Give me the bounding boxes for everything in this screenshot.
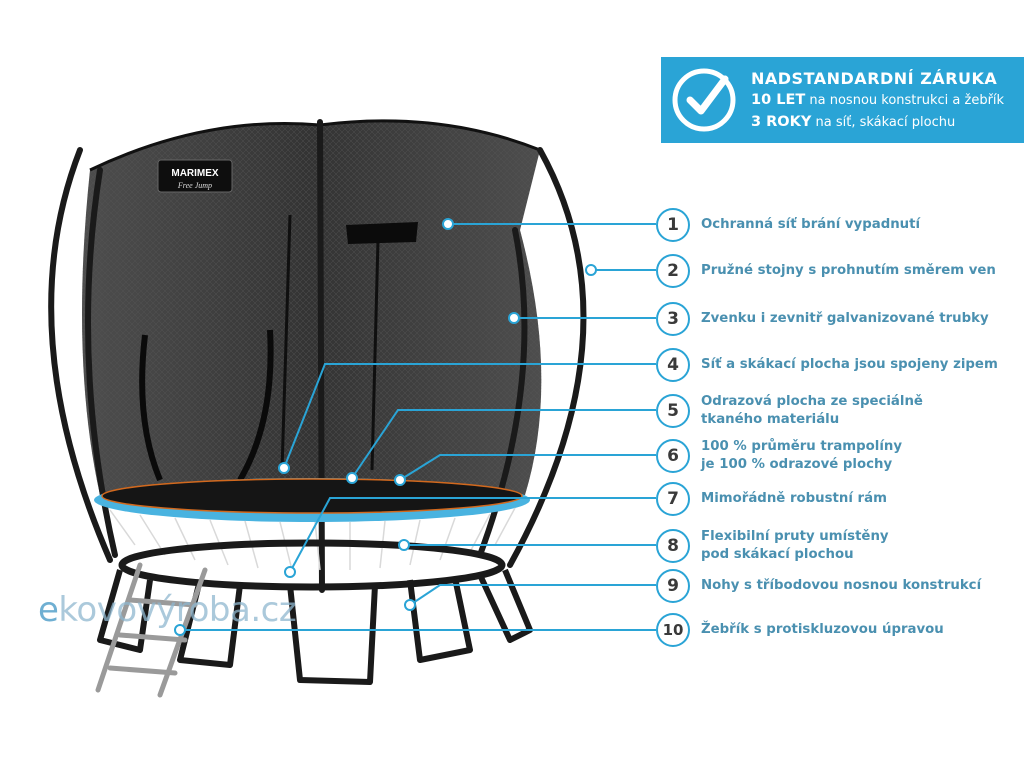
- feature-text: Síť a skákací plocha jsou spojeny zipem: [701, 348, 998, 382]
- feature-number: 4: [656, 348, 690, 382]
- feature-text: Žebřík s protiskluzovou úpravou: [701, 613, 944, 647]
- feature-number: 5: [656, 394, 690, 428]
- feature-line: Flexibilní pruty umístěny: [701, 529, 889, 544]
- feature-number: 2: [656, 254, 690, 288]
- feature-line: Nohy s tříbodovou nosnou konstrukcí: [701, 578, 982, 593]
- feature-text: Odrazová plocha ze speciálně tkaného mate…: [701, 394, 923, 428]
- safety-net: [82, 119, 542, 495]
- ladder: [95, 562, 208, 698]
- feature-line: je 100 % odrazové plochy: [701, 457, 893, 472]
- feature-line: Síť a skákací plocha jsou spojeny zipem: [701, 357, 998, 372]
- feature-line: Zvenku i zevnitř galvanizované trubky: [701, 311, 989, 326]
- feature-text: Pružné stojny s prohnutím směrem ven: [701, 254, 996, 288]
- jumping-mat: [94, 478, 530, 522]
- warranty-line-1-rest: na nosnou konstrukci a žebřík: [805, 93, 1005, 108]
- feature-number: 3: [656, 302, 690, 336]
- feature-line: Žebřík s protiskluzovou úpravou: [701, 622, 944, 637]
- callout-lines: [180, 223, 656, 631]
- feature-item: 2 Pružné stojny s prohnutím směrem ven: [656, 254, 1024, 288]
- warranty-title: NADSTANDARDNÍ ZÁRUKA: [751, 69, 998, 88]
- frame-ring: [118, 539, 506, 591]
- watermark: ekovovýroba.cz: [38, 590, 297, 630]
- check-circle-icon: [672, 68, 736, 132]
- warranty-line-1-strong: 10 LET: [751, 92, 806, 108]
- feature-text: Mimořádně robustní rám: [701, 482, 887, 516]
- feature-item: 4 Síť a skákací plocha jsou spojeny zipe…: [656, 348, 1024, 382]
- warranty-line-2: 3 ROKY na síť, skákací plochu: [751, 112, 1004, 133]
- warranty-line-2-strong: 3 ROKY: [751, 114, 812, 130]
- feature-text: Zvenku i zevnitř galvanizované trubky: [701, 302, 989, 336]
- feature-item: 9 Nohy s tříbodovou nosnou konstrukcí: [656, 569, 1024, 603]
- feature-line: 100 % průměru trampolíny: [701, 439, 903, 454]
- feature-number: 1: [656, 208, 690, 242]
- feature-text: Flexibilní pruty umístěny pod skákací plo…: [701, 529, 889, 563]
- brand-label: MARIMEX Free Jump: [157, 159, 233, 193]
- watermark-e: e: [38, 590, 59, 630]
- warranty-line-2-rest: na síť, skákací plochu: [811, 115, 956, 130]
- feature-text: 100 % průměru trampolíny je 100 % odrazov…: [701, 439, 902, 473]
- feature-line: tkaného materiálu: [701, 412, 840, 427]
- feature-item: 6 100 % průměru trampolíny je 100 % odraz…: [656, 439, 1024, 473]
- watermark-rest: kovovýroba.cz: [58, 590, 297, 630]
- feature-item: 5 Odrazová plocha ze speciálně tkaného ma…: [656, 394, 1024, 428]
- feature-line: Odrazová plocha ze speciálně: [701, 394, 923, 409]
- feature-number: 7: [656, 482, 690, 516]
- brand-sub: Free Jump: [177, 181, 212, 190]
- feature-item: 3 Zvenku i zevnitř galvanizované trubky: [656, 302, 1024, 336]
- feature-line: Ochranná síť brání vypadnutí: [701, 217, 921, 232]
- feature-number: 10: [656, 613, 690, 647]
- callout-dots: [174, 218, 597, 636]
- feature-item: 7 Mimořádně robustní rám: [656, 482, 1024, 516]
- feature-text: Nohy s tříbodovou nosnou konstrukcí: [701, 569, 981, 603]
- legs: [97, 568, 533, 685]
- feature-number: 6: [656, 439, 690, 473]
- feature-item: 8 Flexibilní pruty umístěny pod skákací p…: [656, 529, 1024, 563]
- feature-item: 1 Ochranná síť brání vypadnutí: [656, 208, 1024, 242]
- feature-text: Ochranná síť brání vypadnutí: [701, 208, 920, 242]
- feature-line: Pružné stojny s prohnutím směrem ven: [701, 263, 996, 278]
- feature-line: pod skákací plochou: [701, 547, 854, 562]
- feature-number: 9: [656, 569, 690, 603]
- warranty-banner: NADSTANDARDNÍ ZÁRUKA 10 LET na nosnou ko…: [661, 57, 1024, 143]
- brand-name: MARIMEX: [171, 168, 219, 179]
- warranty-line-1: 10 LET na nosnou konstrukci a žebřík: [751, 90, 1004, 111]
- feature-item: 10 Žebřík s protiskluzovou úpravou: [656, 613, 1024, 647]
- feature-number: 8: [656, 529, 690, 563]
- feature-line: Mimořádně robustní rám: [701, 491, 887, 506]
